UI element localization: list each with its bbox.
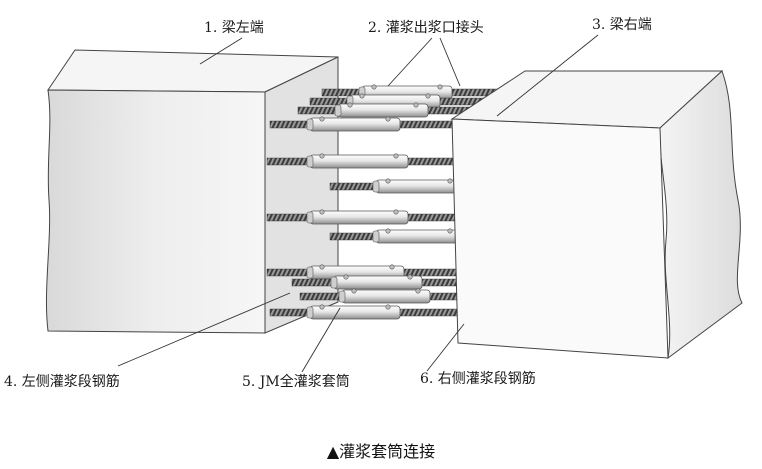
label-sleeve: 5. JM全灌浆套筒: [242, 373, 350, 390]
sleeve-end-cap: [334, 104, 342, 117]
beam-right-side-face: [659, 70, 743, 360]
sleeve-end-cap: [372, 180, 380, 193]
grout-outlet-port: [393, 209, 399, 215]
sleeve-end-cap: [338, 290, 346, 303]
grout-sleeve: [309, 210, 409, 225]
grout-outlet-port: [447, 178, 453, 184]
leader-right-rebar: [426, 323, 465, 372]
grout-inlet-port: [343, 274, 349, 280]
rebar-left: [329, 232, 381, 241]
grout-outlet-port: [425, 93, 431, 99]
sleeve-end-cap: [306, 306, 314, 319]
sleeve-end-cap: [306, 266, 314, 279]
grout-inlet-port: [319, 209, 325, 215]
grout-inlet-port: [319, 264, 325, 270]
beam-right-front-face: [451, 118, 669, 359]
grout-outlet-port: [393, 153, 399, 159]
grout-sleeve: [309, 154, 409, 169]
sleeve-end-cap: [330, 276, 338, 289]
figure-caption: ▲灌浆套筒连接: [326, 442, 436, 461]
sleeve-end-cap: [306, 155, 314, 168]
beam-left-front-face: [45, 89, 266, 334]
grout-inlet-port: [385, 178, 391, 184]
label-left-rebar: 4. 左侧灌浆段钢筋: [4, 373, 120, 390]
rebar-right: [403, 213, 461, 222]
beam-right: [450, 70, 743, 360]
leader-sleeve: [301, 307, 341, 373]
grout-outlet-port: [437, 84, 443, 90]
grout-outlet-port: [389, 264, 395, 270]
rebar-left: [329, 182, 381, 191]
grout-inlet-port: [351, 288, 357, 294]
grout-outlet-port: [385, 304, 391, 310]
beam-left: [45, 49, 339, 334]
grout-inlet-port: [319, 153, 325, 159]
label-right-rebar: 6. 右侧灌浆段钢筋: [420, 370, 536, 387]
grout-inlet-port: [359, 93, 365, 99]
leader-beam-right: [496, 34, 599, 117]
grout-outlet-port: [415, 288, 421, 294]
grout-inlet-port: [319, 304, 325, 310]
connector-group: [266, 84, 501, 320]
grout-outlet-port: [407, 274, 413, 280]
grout-inlet-port: [319, 116, 325, 122]
leader-grout-port-b: [439, 37, 461, 87]
rebar-right: [395, 308, 463, 317]
leader-lines: [117, 34, 599, 373]
label-grout-port: 2. 灌浆出浆口接头: [368, 19, 484, 36]
rebar-right: [403, 157, 461, 166]
label-beam-left: 1. 梁左端: [204, 20, 264, 36]
grout-inlet-port: [371, 84, 377, 90]
leader-left-rebar: [117, 292, 291, 367]
grout-outlet-port: [447, 228, 453, 234]
leader-beam-left: [199, 37, 243, 65]
grout-outlet-port: [385, 116, 391, 122]
grout-inlet-port: [385, 228, 391, 234]
sleeve-end-cap: [372, 230, 380, 243]
label-beam-right: 3. 梁右端: [592, 17, 652, 33]
sleeve-end-cap: [306, 118, 314, 131]
grout-inlet-port: [347, 102, 353, 108]
leader-grout-port-a: [387, 37, 433, 87]
sleeve-end-cap: [306, 211, 314, 224]
grout-outlet-port: [413, 102, 419, 108]
